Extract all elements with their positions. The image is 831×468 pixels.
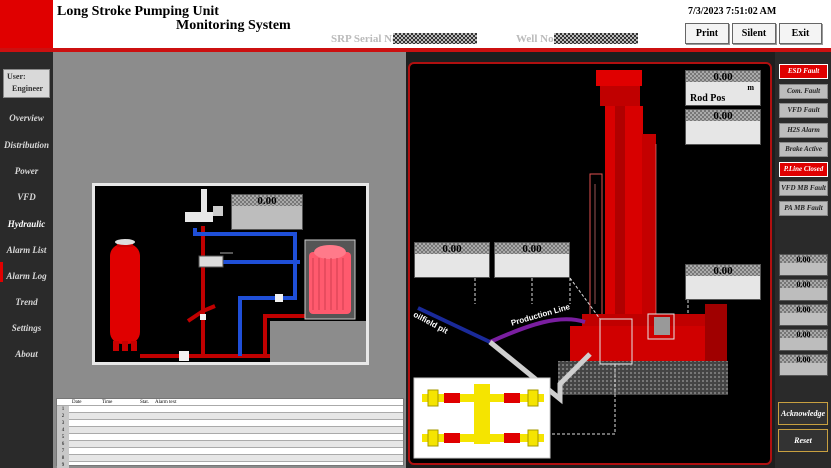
- right-gauge-4: 0.00: [779, 329, 828, 351]
- table-row[interactable]: 9: [57, 462, 403, 468]
- nav-alarm-log[interactable]: Alarm Log: [6, 271, 47, 281]
- app-subtitle: Monitoring System: [176, 18, 291, 33]
- nav-trend[interactable]: Trend: [15, 297, 38, 307]
- valve-manifold: [185, 212, 213, 222]
- rod-pos-unit: m: [747, 83, 754, 92]
- gauge-3-value: 0.00: [442, 243, 462, 255]
- right-gauge-4-value: 0.00: [796, 330, 811, 339]
- right-gauge-1-value: 0.00: [796, 255, 811, 264]
- left-navigation: User: Engineer Overview Distribution Pow…: [0, 52, 53, 468]
- table-row[interactable]: 7: [57, 448, 403, 455]
- status-column: ESD Fault Com. Fault VFD Fault H2S Alarm…: [775, 52, 831, 468]
- table-row[interactable]: 1: [57, 406, 403, 413]
- col-status: Stat.: [140, 400, 150, 405]
- silent-button[interactable]: Silent: [732, 23, 776, 44]
- nav-alarm-list[interactable]: Alarm List: [6, 245, 47, 255]
- right-gauge-1: 0.00: [779, 254, 828, 276]
- right-gauge-2: 0.00: [779, 279, 828, 301]
- right-gauge-2-value: 0.00: [796, 280, 811, 289]
- red-pipes: [140, 226, 305, 358]
- gauge-4: 0.00: [494, 242, 570, 278]
- wellhead-pipe: [488, 340, 592, 405]
- nav-hydraulic[interactable]: Hydraulic: [7, 219, 46, 229]
- col-time: Time: [102, 400, 113, 405]
- status-vfd-mb-fault: VFD MB Fault: [779, 181, 828, 196]
- pumping-unit-tower-icon: [558, 70, 728, 395]
- acknowledge-button[interactable]: Acknowledge: [778, 402, 828, 425]
- exit-button[interactable]: Exit: [779, 23, 822, 44]
- col-alarm-text: Alarm text: [155, 400, 177, 405]
- user-box[interactable]: User: Engineer: [3, 69, 50, 98]
- nav-overview[interactable]: Overview: [9, 113, 44, 123]
- table-row[interactable]: 4: [57, 427, 403, 434]
- valve-icon: [198, 252, 233, 268]
- rod-pos-gauge: 0.00 m Rod Pos: [685, 70, 761, 106]
- serial-value-field: [393, 33, 477, 44]
- col-date: Date: [72, 400, 82, 405]
- nav-settings[interactable]: Settings: [11, 323, 42, 333]
- user-label: User:: [7, 72, 26, 81]
- reset-button[interactable]: Reset: [778, 429, 828, 452]
- tank-base-block: [270, 321, 366, 362]
- app-title: Long Stroke Pumping Unit: [57, 4, 219, 19]
- datetime-display: 7/3/2023 7:51:02 AM: [688, 6, 777, 17]
- well-value-field: [554, 33, 638, 44]
- table-row[interactable]: 6: [57, 441, 403, 448]
- pressure-gauge: 0.00: [231, 194, 303, 230]
- nav-vfd[interactable]: VFD: [17, 192, 36, 202]
- table-row[interactable]: 5: [57, 434, 403, 441]
- status-com-fault: Com. Fault: [779, 84, 828, 99]
- table-row[interactable]: 3: [57, 420, 403, 427]
- white-pipe: [201, 189, 207, 219]
- motor-highlight: [647, 313, 675, 340]
- pumping-unit-scene: oilfield pit Production Line 0.00 m Rod …: [408, 62, 772, 465]
- wellhead-highlight: [599, 318, 633, 365]
- nav-distribution[interactable]: Distribution: [3, 140, 50, 150]
- status-h2s-alarm: H2S Alarm: [779, 123, 828, 138]
- rod-pos-label: Rod Pos: [690, 93, 726, 104]
- gauge-2-value: 0.00: [713, 110, 733, 122]
- pressure-value: 0.00: [257, 195, 277, 207]
- right-gauge-5: 0.00: [779, 354, 828, 376]
- status-pline-closed: P.Line Closed: [779, 162, 828, 177]
- rod-pos-value: 0.00: [713, 71, 733, 83]
- christmas-tree-valve-icon: [422, 384, 544, 447]
- motor-icon: [304, 239, 356, 320]
- nav-active-marker: [0, 262, 3, 282]
- gauge-5-value: 0.00: [713, 265, 733, 277]
- gauge-3: 0.00: [414, 242, 490, 278]
- production-line-pipe: [489, 317, 586, 344]
- oilfield-pit-pipe: [417, 306, 491, 344]
- gauge-2: 0.00: [685, 109, 761, 145]
- nav-power[interactable]: Power: [14, 166, 39, 176]
- header-bar: Long Stroke Pumping Unit Monitoring Syst…: [0, 0, 831, 50]
- hydraulic-diagram-panel: 0.00: [92, 183, 369, 365]
- table-row[interactable]: 2: [57, 413, 403, 420]
- pumping-unit-diagram: [413, 70, 728, 459]
- serial-label: SRP Serial No.: [331, 33, 401, 45]
- status-pa-mb-fault: PA MB Fault: [779, 201, 828, 216]
- right-gauge-3-value: 0.00: [796, 305, 811, 314]
- table-row[interactable]: 8: [57, 455, 403, 462]
- header-divider: [0, 48, 831, 52]
- status-brake-active: Brake Active: [779, 142, 828, 157]
- well-label: Well No.: [516, 33, 557, 45]
- nav-about[interactable]: About: [15, 349, 38, 359]
- header-accent: [0, 0, 53, 50]
- right-gauge-5-value: 0.00: [796, 355, 811, 364]
- gauge-5: 0.00: [685, 264, 761, 300]
- accumulator-tank-icon: [110, 239, 140, 351]
- right-gauge-3: 0.00: [779, 304, 828, 326]
- hydraulic-diagram: [110, 189, 366, 362]
- status-vfd-fault: VFD Fault: [779, 103, 828, 118]
- alarm-table-header: Date Time Stat. Alarm text: [57, 399, 403, 406]
- user-name: Engineer: [12, 84, 44, 93]
- status-esd-fault: ESD Fault: [779, 64, 828, 79]
- print-button[interactable]: Print: [685, 23, 729, 44]
- gauge-4-value: 0.00: [522, 243, 542, 255]
- alarm-table[interactable]: Date Time Stat. Alarm text 1 2 3 4 5 6 7…: [56, 398, 404, 468]
